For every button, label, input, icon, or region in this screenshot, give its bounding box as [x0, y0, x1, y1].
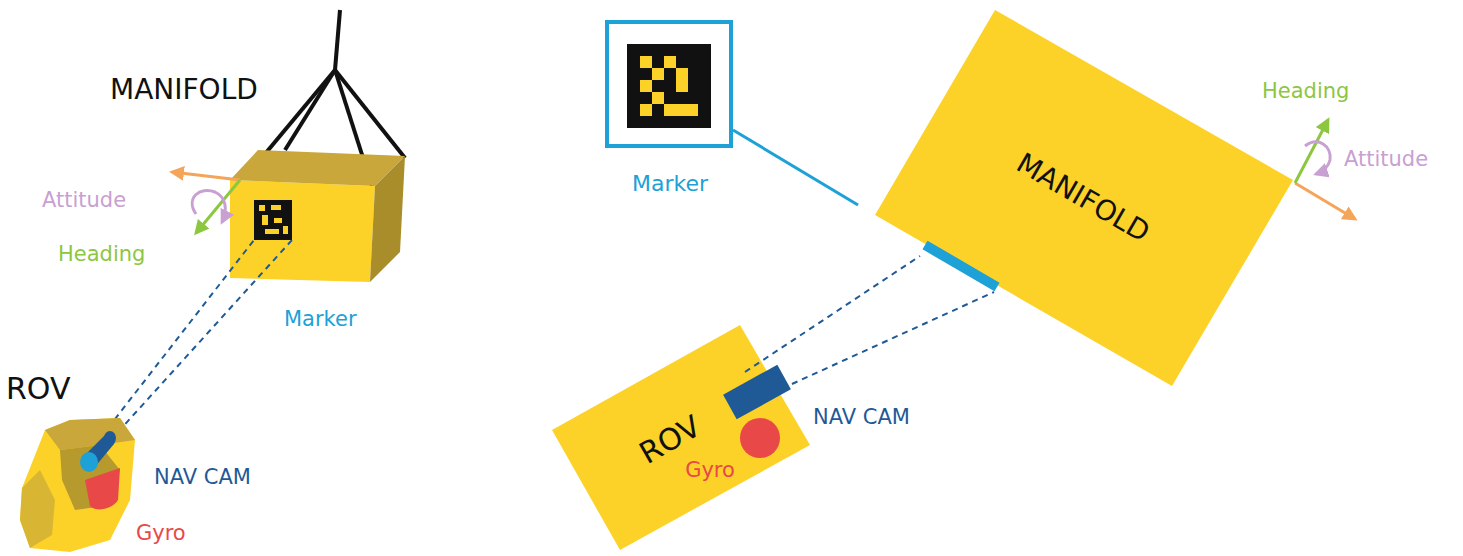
axis-label: Heading — [1262, 81, 1349, 102]
part-name: Marker — [284, 309, 357, 330]
manifold-3d — [230, 150, 405, 282]
gyro-label: Gyro — [685, 460, 735, 481]
part-name: MANIFOLD — [110, 76, 258, 104]
marker-box: Marker — [600, 18, 740, 200]
marker-label: Marker — [632, 173, 708, 195]
camera-view-lines — [745, 256, 994, 384]
nav-cam — [723, 365, 791, 420]
axis-label: Attitude — [1344, 149, 1428, 170]
part-name: NAV CAM — [813, 407, 910, 428]
camera-view-lines — [108, 240, 292, 432]
marker-pattern — [627, 44, 711, 128]
marker-strip — [925, 245, 997, 287]
leader-line — [733, 130, 858, 205]
axis-label: Heading — [58, 244, 145, 265]
rov-box: ROVGyro — [550, 322, 812, 554]
part-name: ROV — [6, 374, 70, 404]
axis-label: Attitude — [42, 190, 126, 211]
manifold-box: MANIFOLD — [875, 10, 1295, 390]
part-name: Gyro — [136, 523, 186, 544]
marker-small — [254, 200, 292, 240]
gyro — [740, 418, 780, 458]
axis-arrows-left — [172, 172, 240, 233]
part-name: NAV CAM — [154, 467, 251, 488]
rov-3d — [20, 418, 135, 552]
